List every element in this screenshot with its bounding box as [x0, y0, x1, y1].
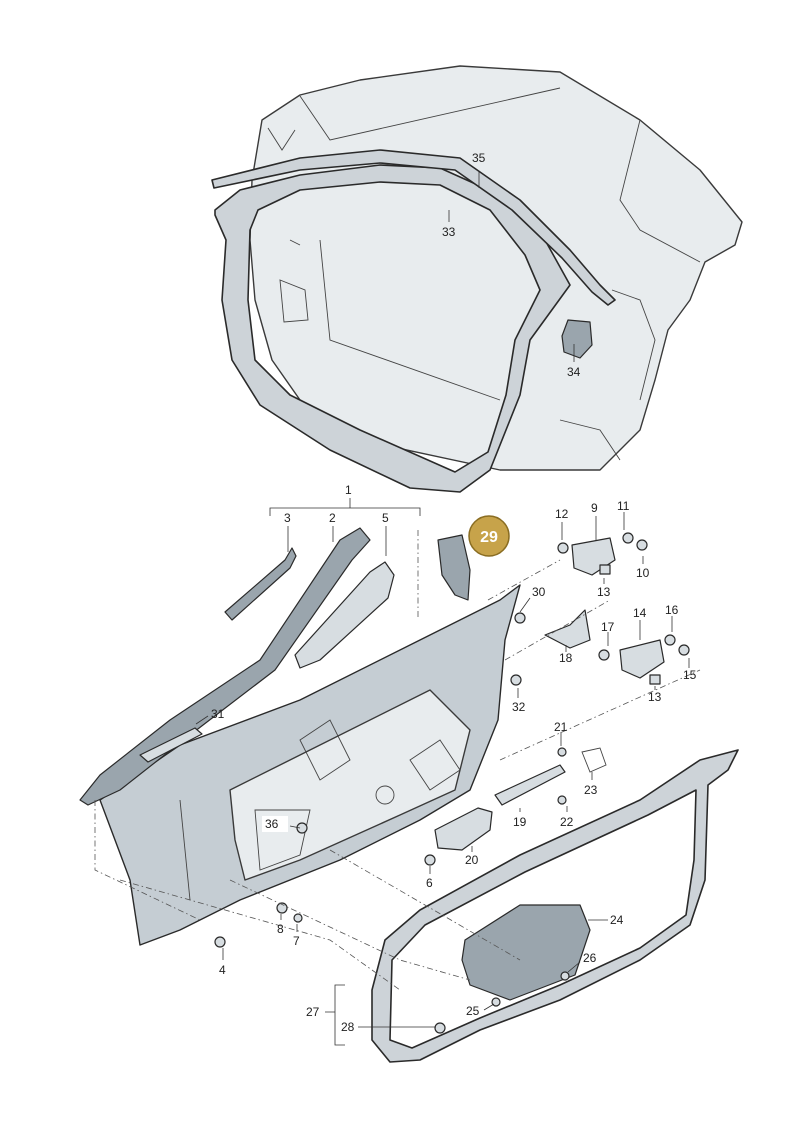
- part-18-check: [544, 609, 591, 649]
- label-19: 19: [513, 815, 527, 829]
- door-frame-seal: [371, 749, 739, 1063]
- label-1: 1: [345, 483, 352, 497]
- label-8: 8: [277, 922, 284, 936]
- highlighted-part-badge[interactable]: 29: [468, 515, 510, 557]
- label-27: 27: [306, 1005, 320, 1019]
- door-opening-seal: [214, 164, 571, 493]
- label-36: 36: [265, 817, 279, 831]
- label-15: 15: [683, 668, 697, 682]
- label-13-upper: 13: [597, 585, 611, 599]
- group-bracket-1: [269, 498, 421, 516]
- label-32: 32: [512, 700, 526, 714]
- label-31: 31: [211, 707, 225, 721]
- label-22: 22: [560, 815, 574, 829]
- part-number-labels: 1 2 3 4 5 6 7 8 9 10 11 12 13 13 14 15 1…: [211, 151, 697, 1034]
- label-25: 25: [466, 1004, 480, 1018]
- part-24-panel: [461, 904, 591, 1001]
- part-20-handle: [434, 807, 493, 851]
- door-check-strap: [494, 764, 566, 806]
- label-2: 2: [329, 511, 336, 525]
- label-7: 7: [293, 934, 300, 948]
- fasteners: [214, 532, 690, 1034]
- lower-hinge: [619, 639, 665, 679]
- part-3-strip: [224, 547, 297, 621]
- label-16: 16: [665, 603, 679, 617]
- label-6: 6: [426, 876, 433, 890]
- roof-seal: [211, 149, 616, 306]
- label-23: 23: [584, 783, 598, 797]
- label-30: 30: [532, 585, 546, 599]
- part-5-trim: [294, 561, 395, 669]
- leader-lines: [195, 172, 690, 1028]
- vehicle-body-shell: [249, 65, 743, 471]
- label-34: 34: [567, 365, 581, 379]
- label-24: 24: [610, 913, 624, 927]
- label-11: 11: [617, 499, 630, 513]
- badge-29-label: 29: [480, 529, 498, 546]
- label-9: 9: [591, 501, 598, 515]
- label-3: 3: [284, 511, 291, 525]
- alignment-lines: [94, 530, 701, 991]
- label-17: 17: [601, 620, 615, 634]
- label-35: 35: [472, 151, 486, 165]
- label-12: 12: [555, 507, 569, 521]
- part-23-ring: [581, 747, 607, 773]
- part-29-seal: [437, 534, 471, 601]
- label-13-lower: 13: [648, 690, 662, 704]
- label-10: 10: [636, 566, 650, 580]
- part-34-bracket: [561, 319, 593, 359]
- label-20: 20: [465, 853, 479, 867]
- label-4: 4: [219, 963, 226, 977]
- badge-circle[interactable]: [468, 515, 510, 557]
- label-28: 28: [341, 1020, 355, 1034]
- label-5: 5: [382, 511, 389, 525]
- group-bracket-27: [325, 984, 345, 1046]
- label-21: 21: [554, 720, 568, 734]
- door-shell: [99, 584, 521, 946]
- label-33: 33: [442, 225, 456, 239]
- part-31-trim: [139, 727, 203, 763]
- label-14: 14: [633, 606, 647, 620]
- label-26: 26: [583, 951, 597, 965]
- outer-window-strip: [79, 527, 371, 806]
- label-18: 18: [559, 651, 573, 665]
